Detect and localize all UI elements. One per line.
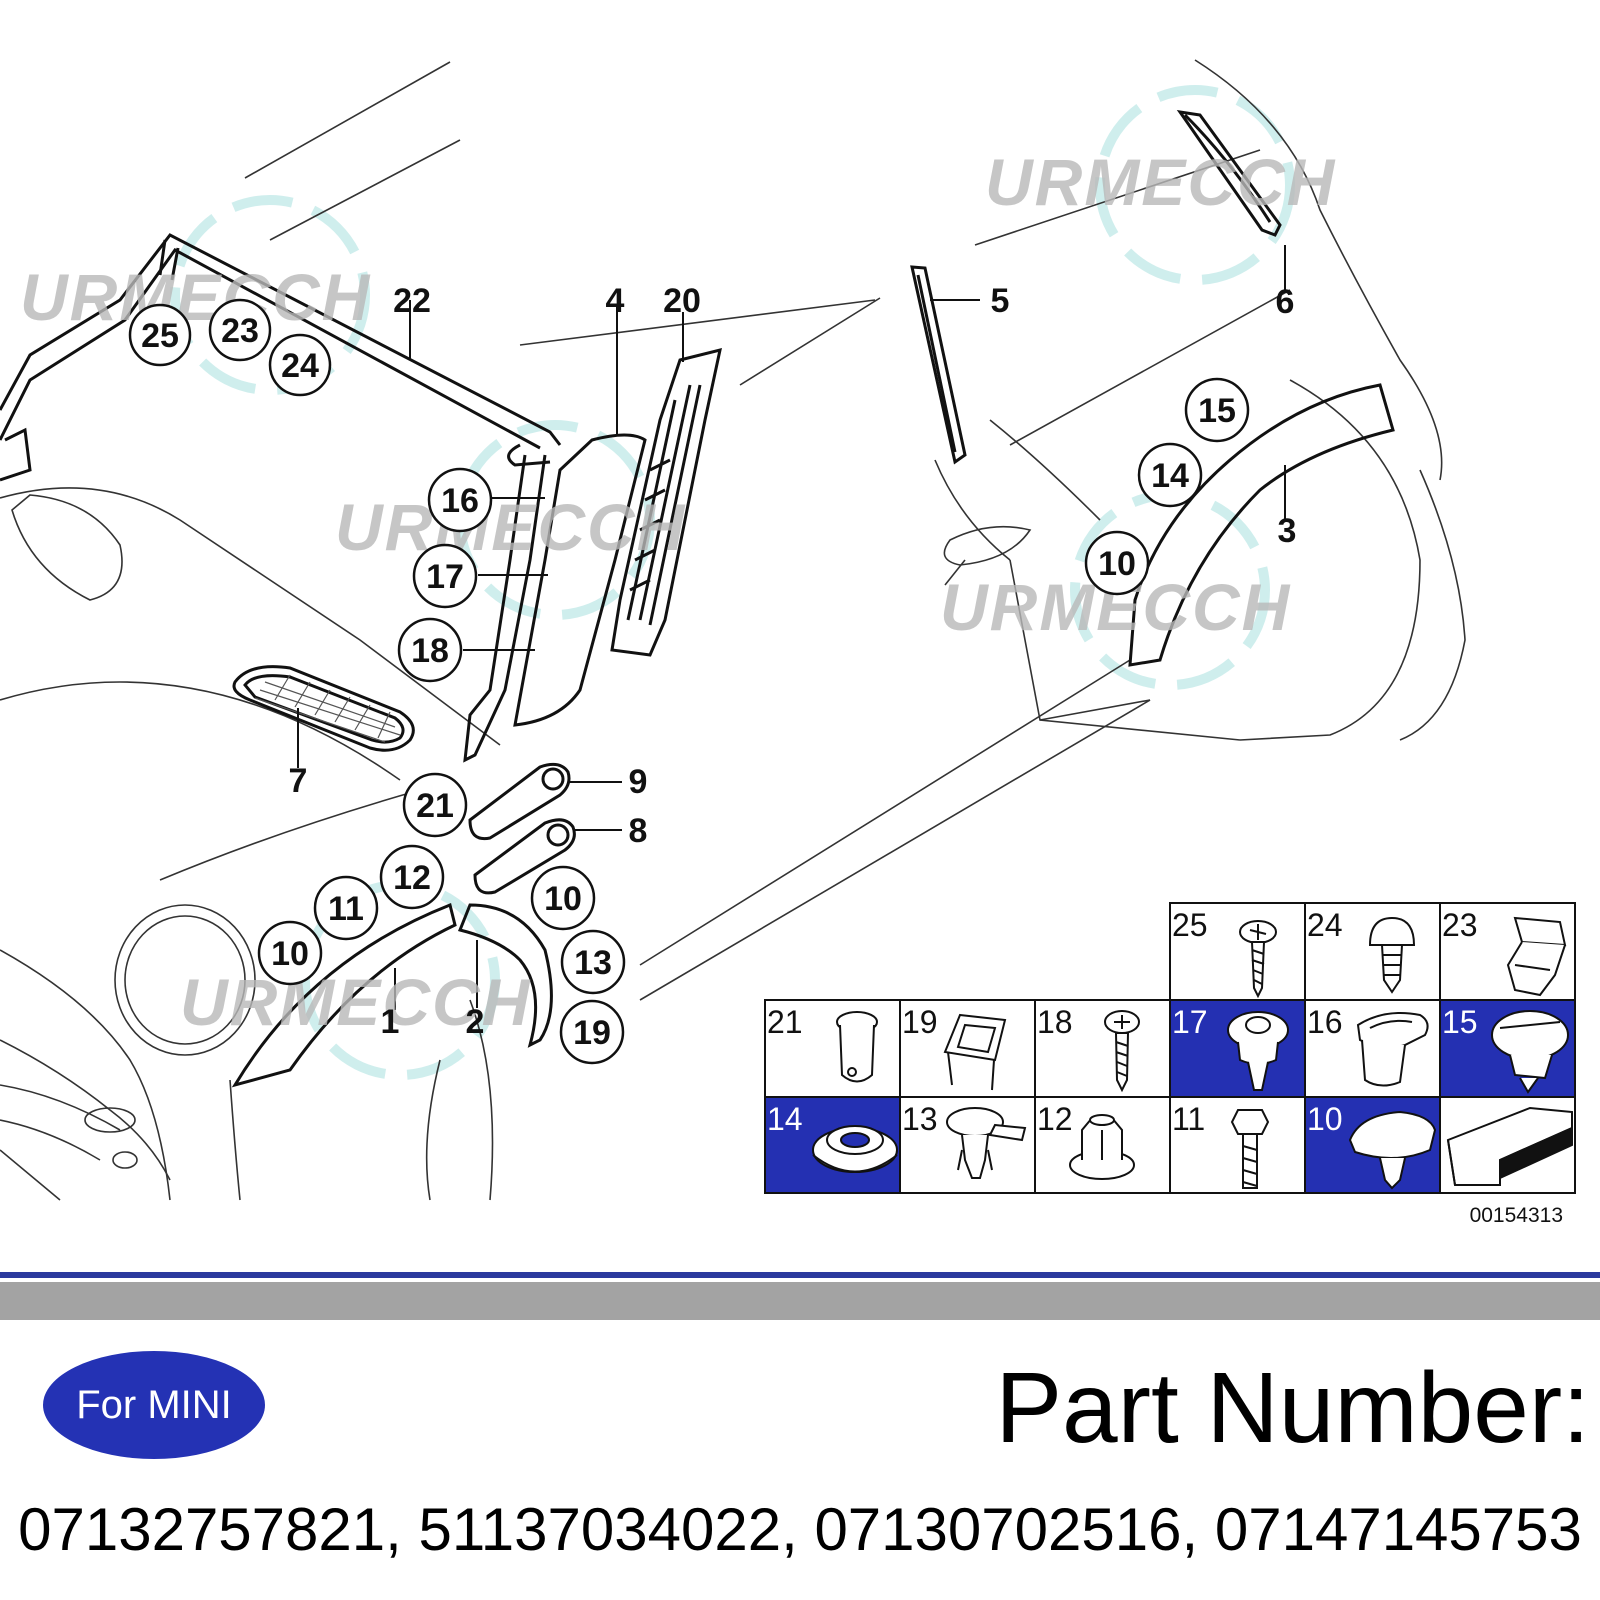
- callout-10-fender: 10: [544, 880, 582, 918]
- bolt-clip-icon: [1491, 1010, 1569, 1094]
- callout-22: 22: [393, 282, 431, 320]
- callout-labels: 25 23 24 22 4 20 5 6 16 17 18 15 14 10 3…: [141, 282, 1296, 1052]
- callout-12: 12: [393, 859, 431, 897]
- callout-13: 13: [574, 944, 612, 982]
- grommet-icon: [812, 1125, 898, 1173]
- callout-21: 21: [416, 787, 454, 825]
- callout-1: 1: [381, 1003, 400, 1041]
- callout-4: 4: [606, 282, 625, 320]
- callout-20: 20: [663, 282, 701, 320]
- callout-24: 24: [281, 347, 319, 385]
- callout-18: 18: [411, 632, 449, 670]
- callout-25: 25: [141, 317, 179, 355]
- callout-14: 14: [1151, 457, 1189, 495]
- cell-label-25: 25: [1172, 907, 1208, 943]
- callout-10-rear: 10: [1098, 545, 1136, 583]
- hex-bolt-icon: [1230, 1109, 1270, 1189]
- tab-clip-icon: [946, 1107, 1027, 1179]
- brand-badge: For MINI: [43, 1351, 265, 1459]
- hardware-grid: 25 24 23 21 19 18 17 16 15 14 13 12 11 1…: [764, 902, 1576, 1227]
- callout-2: 2: [466, 1003, 485, 1041]
- cell-label-10: 10: [1307, 1101, 1343, 1137]
- svg-text:URMECCH: URMECCH: [180, 965, 531, 1039]
- callout-10-front: 10: [271, 935, 309, 973]
- callout-6: 6: [1276, 283, 1295, 321]
- clip-nut-icon: [1506, 916, 1567, 997]
- svg-text:URMECCH: URMECCH: [335, 490, 686, 564]
- callout-17: 17: [426, 558, 464, 596]
- torx-screw-icon: [1239, 920, 1277, 999]
- watermark-text: URMECCH URMECCH URMECCH URMECCH URMECCH: [20, 145, 1336, 1039]
- hex-nut-icon: [1069, 1114, 1135, 1180]
- callout-circles: [128, 298, 1250, 1065]
- diagram-id: 00154313: [1470, 1204, 1563, 1227]
- parts: [0, 110, 1395, 1088]
- callout-23: 23: [221, 312, 259, 350]
- cell-label-23: 23: [1442, 907, 1478, 943]
- cell-label-14: 14: [767, 1101, 803, 1137]
- svg-text:URMECCH: URMECCH: [20, 260, 371, 334]
- cell-label-11: 11: [1172, 1101, 1205, 1137]
- cell-label-24: 24: [1307, 907, 1343, 943]
- callout-15: 15: [1198, 392, 1236, 430]
- cell-label-15: 15: [1442, 1004, 1478, 1040]
- grommet-clip-icon: [1356, 1012, 1429, 1087]
- footer-band-gray: [0, 1282, 1600, 1320]
- cell-label-16: 16: [1307, 1004, 1343, 1040]
- cell-label-19: 19: [902, 1004, 938, 1040]
- cell-label-13: 13: [902, 1101, 938, 1137]
- grille-mesh: [254, 674, 401, 743]
- car-body-outline: [0, 59, 1466, 1201]
- callout-16: 16: [441, 482, 479, 520]
- callout-7: 7: [289, 762, 308, 800]
- trim-clip-icon: [1348, 1110, 1437, 1190]
- svg-text:URMECCH: URMECCH: [985, 145, 1336, 219]
- part-number-title: Part Number:: [995, 1352, 1590, 1464]
- cell-label-21: 21: [767, 1004, 803, 1040]
- fastener-arrow-icon: [1446, 1106, 1573, 1186]
- leader-lines: [297, 245, 1286, 1010]
- sleeve-icon: [836, 1011, 878, 1083]
- callout-3: 3: [1278, 512, 1297, 550]
- phillips-screw-icon: [1104, 1010, 1140, 1093]
- cell-label-18: 18: [1037, 1004, 1073, 1040]
- cell-label-17: 17: [1172, 1004, 1208, 1040]
- push-rivet-icon: [1368, 916, 1416, 994]
- expansion-rivet-icon: [1227, 1011, 1289, 1091]
- part-number-list: 07132757821, 51137034022, 07130702516, 0…: [18, 1496, 1582, 1563]
- callout-5: 5: [991, 282, 1010, 320]
- callout-11: 11: [328, 890, 364, 928]
- callout-8: 8: [629, 812, 648, 850]
- cell-label-12: 12: [1037, 1101, 1073, 1137]
- footer-rule-blue: [0, 1272, 1600, 1278]
- square-clip-icon: [943, 1013, 1007, 1091]
- callout-19: 19: [573, 1014, 611, 1052]
- callout-9: 9: [629, 763, 648, 801]
